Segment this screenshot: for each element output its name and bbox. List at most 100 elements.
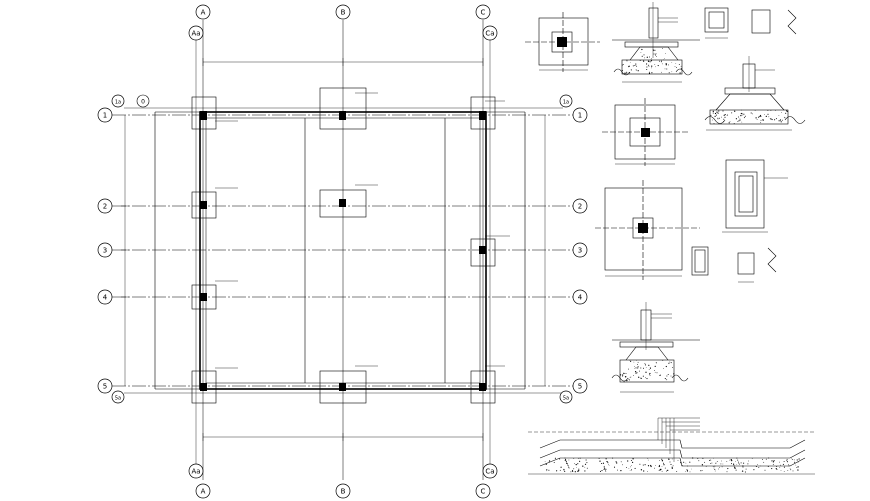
- stipple-dot: [649, 372, 651, 375]
- stipple-dot: [794, 461, 796, 463]
- stipple-dot: [554, 457, 556, 459]
- stipple-dot: [668, 72, 670, 74]
- stipple-dot: [626, 59, 628, 61]
- stipple-dot: [773, 461, 775, 463]
- stipple-dot: [624, 376, 627, 378]
- stipple-dot: [751, 458, 753, 459]
- stipple-dot: [689, 471, 691, 473]
- stipple-dot: [567, 463, 568, 465]
- stipple-dot: [633, 375, 634, 376]
- stipple-dot: [724, 116, 726, 118]
- stipple-dot: [565, 460, 567, 462]
- stipple-dot: [736, 457, 738, 459]
- stipple-dot: [584, 463, 587, 465]
- stipple-dot: [767, 109, 769, 111]
- stipple-dot: [641, 48, 643, 51]
- row-label-right-5: 5: [578, 383, 582, 391]
- stipple-dot: [651, 65, 653, 67]
- stipple-dot: [771, 119, 773, 121]
- stipple-dot: [623, 381, 625, 383]
- stipple-dot: [754, 110, 756, 111]
- stipple-dot: [626, 373, 627, 375]
- level-marker: [136, 94, 150, 108]
- stipple-dot: [740, 114, 742, 117]
- stipple-dot: [546, 469, 548, 471]
- stipple-dot: [628, 379, 630, 381]
- footing-section-detail-1: [612, 2, 700, 83]
- stipple-dot: [762, 119, 764, 120]
- stipple-dot: [666, 470, 668, 472]
- stipple-dot: [570, 471, 572, 473]
- stipple-dot: [713, 457, 714, 459]
- stipple-dot: [731, 460, 733, 462]
- stipple-dot: [722, 110, 724, 112]
- stipple-dot: [714, 469, 716, 470]
- grid-bubbles: [97, 4, 588, 499]
- stipple-dot: [720, 463, 722, 465]
- stipple-dot: [744, 471, 746, 473]
- stipple-dot: [743, 117, 745, 119]
- stipple-dot: [714, 112, 717, 115]
- stipple-dot: [650, 59, 652, 61]
- stipple-dot: [651, 58, 653, 59]
- row-label-right-3: 3: [578, 247, 582, 255]
- stipple-dot: [630, 360, 632, 362]
- stipple-dot: [631, 461, 634, 464]
- stipple-dot: [721, 466, 723, 468]
- soil-stipple: [544, 48, 800, 473]
- col-sub-label-top-aa: Aa: [191, 30, 200, 38]
- stipple-dot: [680, 68, 682, 70]
- stipple-dot: [639, 463, 641, 465]
- stipple-dot: [605, 471, 607, 472]
- stipple-dot: [637, 367, 639, 369]
- sub-column-grid-lines: [195, 30, 491, 470]
- stipple-dot: [607, 462, 609, 464]
- stipple-dot: [665, 53, 666, 55]
- stipple-dot: [661, 63, 663, 65]
- stipple-dot: [780, 121, 782, 123]
- stipple-dot: [736, 463, 738, 465]
- stipple-dot: [733, 464, 734, 466]
- stipple-dot: [582, 465, 584, 467]
- stipple-dot: [634, 64, 636, 67]
- stipple-dot: [649, 61, 651, 63]
- stipple-dot: [586, 462, 588, 464]
- stipple-dot: [637, 70, 639, 72]
- stipple-dot: [649, 375, 651, 376]
- stipple-dot: [733, 465, 735, 467]
- stipple-dot: [639, 370, 641, 372]
- stipple-dot: [770, 118, 772, 120]
- stipple-dot: [599, 470, 602, 472]
- stipple-dot: [734, 466, 736, 469]
- stipple-dot: [578, 470, 580, 472]
- stipple-dot: [710, 114, 712, 116]
- stipple-dot: [667, 469, 669, 472]
- stipple-dot: [741, 121, 743, 123]
- stipple-dot: [750, 112, 752, 114]
- stipple-dot: [649, 56, 650, 58]
- stipple-dot: [686, 469, 689, 471]
- stipple-dot: [657, 65, 659, 67]
- stipple-dot: [781, 119, 783, 121]
- stipple-dot: [612, 457, 614, 459]
- stipple-dot: [622, 70, 623, 72]
- stipple-dot: [713, 123, 715, 124]
- stipple-dot: [712, 466, 714, 467]
- stipple-dot: [790, 469, 792, 471]
- stipple-dot: [741, 470, 744, 472]
- stipple-dot: [644, 464, 646, 466]
- stipple-dot: [740, 119, 741, 121]
- stipple-dot: [577, 470, 579, 472]
- stipple-dot: [787, 470, 789, 471]
- stipple-dot: [669, 461, 671, 463]
- stipple-dot: [605, 468, 607, 470]
- stipple-dot: [548, 461, 550, 463]
- stipple-dot: [672, 366, 673, 368]
- stipple-dot: [767, 465, 769, 467]
- stipple-dot: [564, 458, 567, 460]
- stipple-dot: [640, 367, 642, 369]
- stipple-dot: [776, 466, 778, 468]
- stipple-dot: [700, 470, 702, 472]
- stipple-dot: [663, 368, 665, 369]
- stipple-dot: [718, 468, 719, 470]
